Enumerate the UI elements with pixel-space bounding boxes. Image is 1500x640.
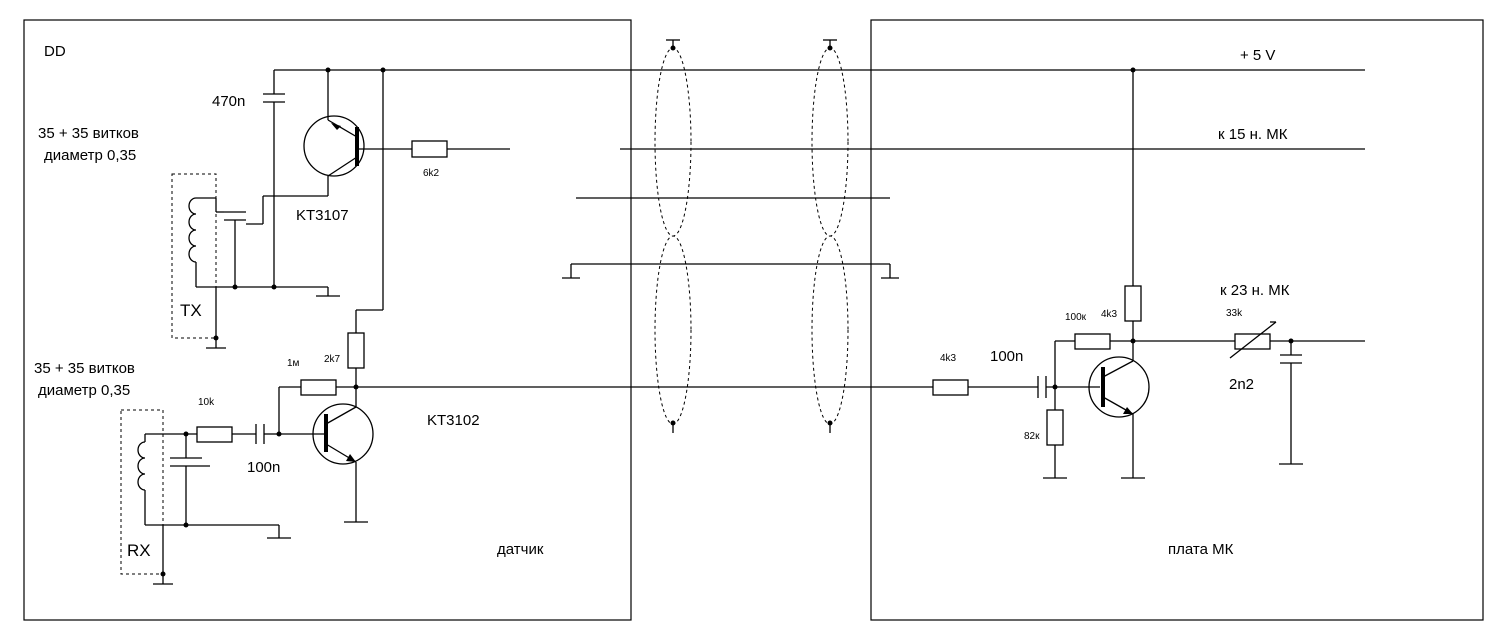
- resistor-6k2: [411, 140, 448, 158]
- resistor-2k7-label: 2k7: [324, 354, 341, 365]
- resistor-6k2-label: 6k2: [423, 168, 440, 179]
- block-label: DD: [44, 43, 66, 60]
- resistor-82k-label: 82к: [1024, 431, 1040, 442]
- rx-coil-label: RX: [127, 541, 151, 560]
- capacitor-470n: [263, 70, 285, 287]
- rx-coil: [120, 409, 291, 585]
- capacitor-100n-rx: [232, 424, 279, 444]
- transistor-kt3102-label: KT3102: [427, 412, 480, 429]
- trimmer-33k: [1133, 321, 1365, 359]
- bias-network: [1043, 333, 1133, 479]
- resistor-2k7: [347, 332, 365, 369]
- resistor-4k3-in: [932, 379, 969, 396]
- transistor-kt3102: [279, 387, 374, 523]
- capacitor-2n2: [1279, 341, 1303, 465]
- tx-coil-diameter: диаметр 0,35: [44, 147, 136, 164]
- sensor-block: [23, 19, 632, 621]
- capacitor-100n-rx-label: 100n: [247, 459, 280, 476]
- capacitor-2n2-label: 2n2: [1229, 376, 1254, 393]
- rail-vcc-label: + 5 V: [1240, 47, 1275, 64]
- tx-coil-turns: 35 + 35 витков: [38, 125, 139, 142]
- rail-pin15-label: к 15 н. МК: [1218, 126, 1288, 143]
- resistor-100k-label: 100к: [1065, 312, 1087, 323]
- resistor-10k: [196, 426, 233, 443]
- resistor-4k3-load: [1124, 285, 1142, 322]
- resistor-1m-label: 1м: [287, 358, 300, 369]
- transistor-kt3107-label: KT3107: [296, 207, 349, 224]
- tx-coil: [171, 173, 340, 349]
- transistor-board: [1088, 356, 1150, 479]
- capacitor-470n-label: 470n: [212, 93, 245, 110]
- rx-coil-diameter: диаметр 0,35: [38, 382, 130, 399]
- rail-pin23-label: к 23 н. МК: [1220, 282, 1290, 299]
- resistor-4k3-load-label: 4k3: [1101, 309, 1118, 320]
- trimmer-33k-label: 33k: [1226, 308, 1243, 319]
- board-title: плата МК: [1168, 541, 1234, 558]
- rx-coil-turns: 35 + 35 витков: [34, 360, 135, 377]
- tx-coil-label: TX: [180, 301, 202, 320]
- resistor-10k-label: 10k: [198, 397, 215, 408]
- cable: [562, 39, 899, 433]
- sensor-title: датчик: [497, 541, 544, 558]
- transistor-kt3107: [246, 70, 412, 225]
- capacitor-100n-board: [1037, 376, 1100, 398]
- resistor-4k3-in-label: 4k3: [940, 353, 957, 364]
- mcu-board-block: [870, 19, 1484, 621]
- capacitor-100n-board-label: 100n: [990, 348, 1023, 365]
- feedback-resistor: [278, 379, 356, 434]
